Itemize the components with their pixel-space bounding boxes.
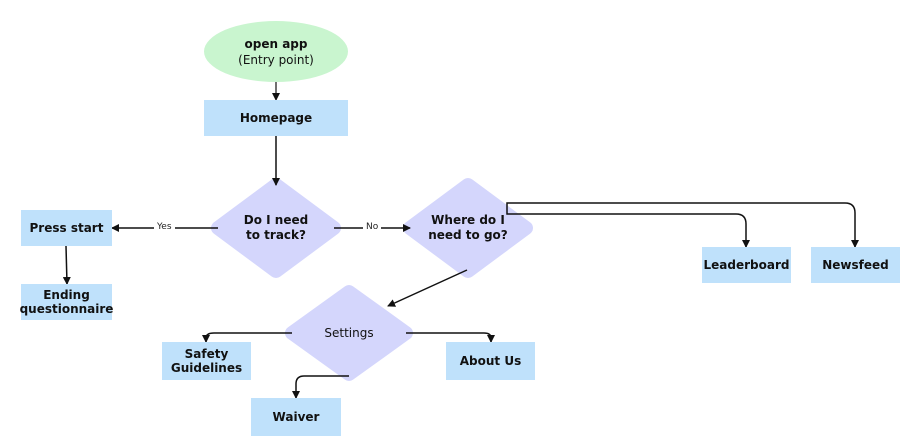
yes-edge-label: Yes (154, 222, 175, 232)
leaderboard-node: Leaderboard (702, 247, 791, 283)
start-label: open app (244, 36, 308, 51)
edge-destination-to-leaderboard (506, 212, 750, 248)
press-start-node: Press start (21, 210, 112, 246)
edge-settings-to-about (406, 332, 495, 343)
waiver-node: Waiver (251, 398, 341, 436)
newsfeed-node: Newsfeed (811, 247, 900, 283)
edge-destination-to-settings (387, 269, 468, 307)
edge-settings-to-waiver (292, 375, 349, 399)
destination-decision-label: Where do I need to go? (428, 213, 508, 242)
edge-destination-to-newsfeed (506, 202, 859, 248)
track-decision-shape (211, 178, 341, 278)
track-decision-label: Do I need to track? (243, 213, 309, 242)
start-sublabel: (Entry point) (238, 52, 314, 67)
settings-decision-label: Settings (324, 325, 374, 340)
homepage-node: Homepage (204, 100, 348, 136)
start-node: open app (Entry point) (204, 21, 348, 82)
ending-questionnaire-node: Ending questionnaire (20, 284, 113, 320)
edge-press-start-to-questionnaire (62, 245, 71, 285)
settings-decision-shape (285, 285, 413, 381)
about-us-node: About Us (446, 342, 535, 380)
edge-settings-to-safety (202, 332, 292, 343)
safety-guidelines-node: Safety Guidelines (162, 342, 251, 380)
no-edge-label: No (363, 222, 382, 232)
